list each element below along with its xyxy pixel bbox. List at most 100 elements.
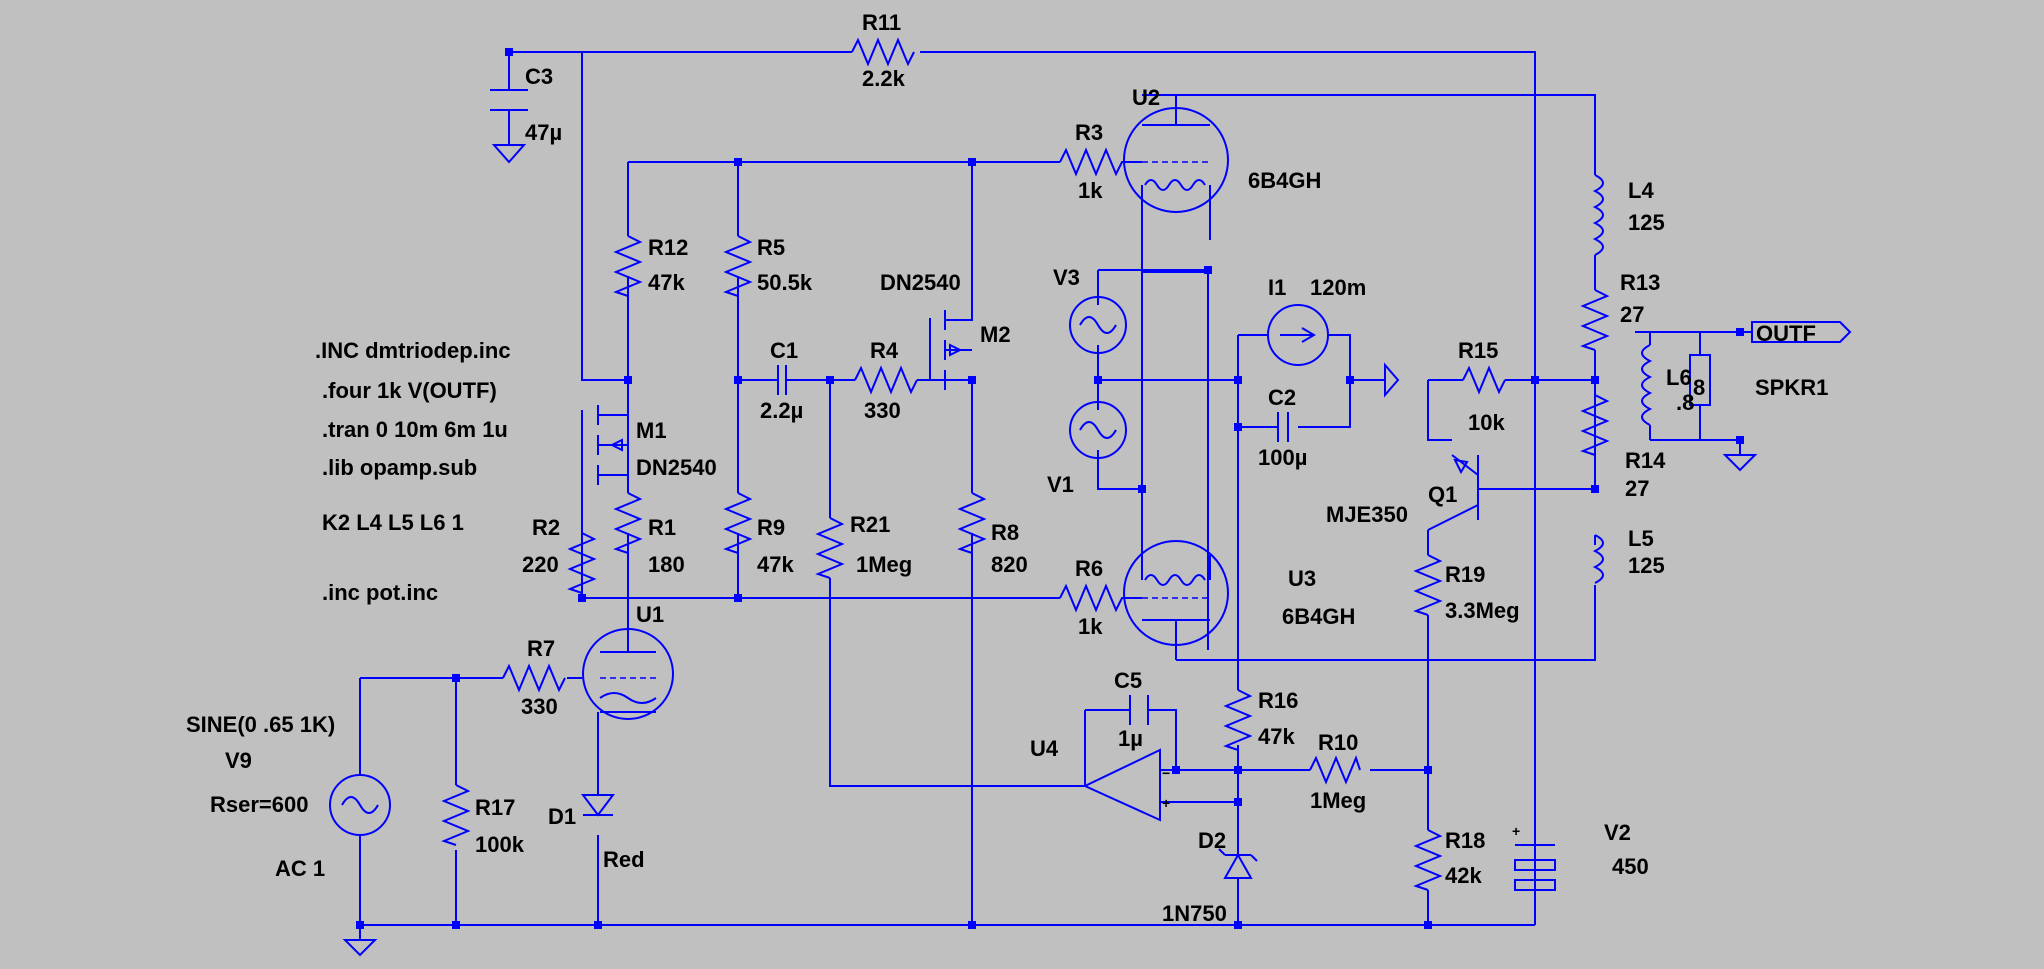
resistor-r5-symbol[interactable]: [723, 235, 753, 297]
v9-name: V9: [225, 748, 252, 773]
source-v1-symbol[interactable]: [1069, 401, 1127, 459]
ground-icon: [1722, 454, 1758, 472]
r4-value: 330: [864, 398, 901, 423]
d2-value: 1N750: [1162, 901, 1227, 926]
diode-d1-symbol[interactable]: [581, 794, 615, 817]
resistor-r11-symbol[interactable]: [851, 37, 915, 67]
resistor-r8-symbol[interactable]: [957, 492, 987, 554]
r16-value: 47k: [1258, 724, 1295, 749]
r1-value: 180: [648, 552, 685, 577]
r2-value: 220: [522, 552, 559, 577]
tube-u1-symbol[interactable]: [582, 598, 674, 720]
m1-name: M1: [636, 418, 667, 443]
resistor-r18-symbol[interactable]: [1413, 829, 1443, 891]
inductor-l4-symbol[interactable]: [1592, 174, 1604, 256]
resistor-r9-symbol[interactable]: [723, 492, 753, 554]
v1-name: V1: [1047, 472, 1074, 497]
l5-value: 125: [1628, 553, 1665, 578]
capacitor-c2-symbol[interactable]: [1277, 412, 1289, 442]
resistor-r12-symbol[interactable]: [613, 235, 643, 297]
transistor-q1-symbol[interactable]: [1427, 454, 1479, 531]
r14-value: 27: [1625, 476, 1649, 501]
source-v3-symbol[interactable]: [1069, 296, 1127, 354]
inductor-l6-symbol[interactable]: [1641, 344, 1653, 426]
r1-name: R1: [648, 515, 676, 540]
resistor-r16-symbol[interactable]: [1223, 689, 1253, 751]
q1-name: Q1: [1428, 482, 1457, 507]
c3-value: 47µ: [525, 120, 562, 145]
m2-name: M2: [980, 322, 1011, 347]
d2-name: D2: [1198, 828, 1226, 853]
resistor-r19-symbol[interactable]: [1413, 554, 1443, 616]
r7-value: 330: [521, 694, 558, 719]
outf-net-flag[interactable]: [1740, 321, 1852, 343]
spkr1-value: 8: [1693, 375, 1705, 400]
i1-value: 120m: [1310, 275, 1366, 300]
r5-value: 50.5k: [757, 270, 813, 295]
speaker-spkr1-symbol[interactable]: [1689, 354, 1711, 406]
current-source-i1-symbol[interactable]: [1267, 304, 1329, 366]
resistor-r6-symbol[interactable]: [1059, 583, 1142, 613]
resistor-r10-symbol[interactable]: [1309, 755, 1361, 785]
mosfet-m1-symbol[interactable]: [581, 405, 628, 485]
opamp-u4-symbol[interactable]: − +: [1082, 748, 1176, 822]
resistor-r21-symbol[interactable]: [815, 517, 845, 579]
battery-v2-symbol[interactable]: +: [1512, 823, 1556, 891]
l4-value: 125: [1628, 210, 1665, 235]
r14-name: R14: [1625, 448, 1666, 473]
l4-name: L4: [1628, 178, 1654, 203]
c2-value: 100µ: [1258, 445, 1307, 470]
capacitor-c5-symbol[interactable]: [1129, 695, 1149, 725]
resistor-r15-symbol[interactable]: [1462, 365, 1506, 395]
resistor-r13-symbol[interactable]: [1580, 289, 1610, 351]
svg-text:+: +: [1512, 823, 1520, 839]
capacitor-c3-symbol[interactable]: [490, 89, 528, 164]
labels: R11 2.2k C3 47µ U2 6B4GH R3 1k L4 125 R1…: [186, 10, 1828, 926]
r6-value: 1k: [1078, 614, 1103, 639]
i1-name: I1: [1268, 275, 1286, 300]
m1-value: DN2540: [636, 455, 717, 480]
coupling-directive: K2 L4 L5 L6 1: [322, 510, 464, 535]
r3-name: R3: [1075, 120, 1103, 145]
resistor-r4-symbol[interactable]: [854, 365, 918, 395]
r9-name: R9: [757, 515, 785, 540]
triode-u2-symbol[interactable]: [1123, 95, 1229, 240]
v9-value: SINE(0 .65 1K): [186, 712, 335, 737]
r7-name: R7: [527, 636, 555, 661]
inc-pot-directive: .inc pot.inc: [322, 580, 438, 605]
resistor-r17-symbol[interactable]: [441, 784, 471, 846]
resistor-r7-symbol[interactable]: [502, 663, 566, 693]
resistor-r3-symbol[interactable]: [1059, 147, 1142, 177]
v9-ac: AC 1: [275, 856, 325, 881]
r10-name: R10: [1318, 730, 1358, 755]
c3-name: C3: [525, 64, 553, 89]
r15-name: R15: [1458, 338, 1498, 363]
v9-rser: Rser=600: [210, 792, 308, 817]
tran-directive: .tran 0 10m 6m 1u: [322, 417, 508, 442]
r13-value: 27: [1620, 302, 1644, 327]
l6-value: .8: [1676, 390, 1694, 415]
wires: [359, 51, 1741, 940]
zener-d2-symbol[interactable]: [1218, 840, 1258, 879]
r11-name: R11: [862, 10, 901, 35]
r2-name: R2: [532, 515, 560, 540]
q1-value: MJE350: [1326, 502, 1408, 527]
r3-value: 1k: [1078, 178, 1103, 203]
l5-name: L5: [1628, 526, 1654, 551]
capacitor-c1-symbol[interactable]: [773, 365, 787, 395]
four-directive: .four 1k V(OUTF): [322, 378, 497, 403]
c1-value: 2.2µ: [760, 398, 803, 423]
mosfet-m2-symbol[interactable]: [917, 310, 972, 390]
triode-u3-symbol[interactable]: [1123, 540, 1229, 660]
resistor-r1-symbol[interactable]: [613, 492, 643, 554]
inductor-l5-symbol[interactable]: [1592, 534, 1604, 584]
source-v9-symbol[interactable]: [329, 774, 391, 836]
resistor-r14-symbol[interactable]: [1580, 380, 1610, 489]
resistor-r2-symbol[interactable]: [567, 493, 597, 594]
r16-name: R16: [1258, 688, 1298, 713]
svg-text:+: +: [1162, 795, 1170, 811]
c1-name: C1: [770, 338, 798, 363]
r11-value: 2.2k: [862, 66, 906, 91]
r19-name: R19: [1445, 562, 1485, 587]
